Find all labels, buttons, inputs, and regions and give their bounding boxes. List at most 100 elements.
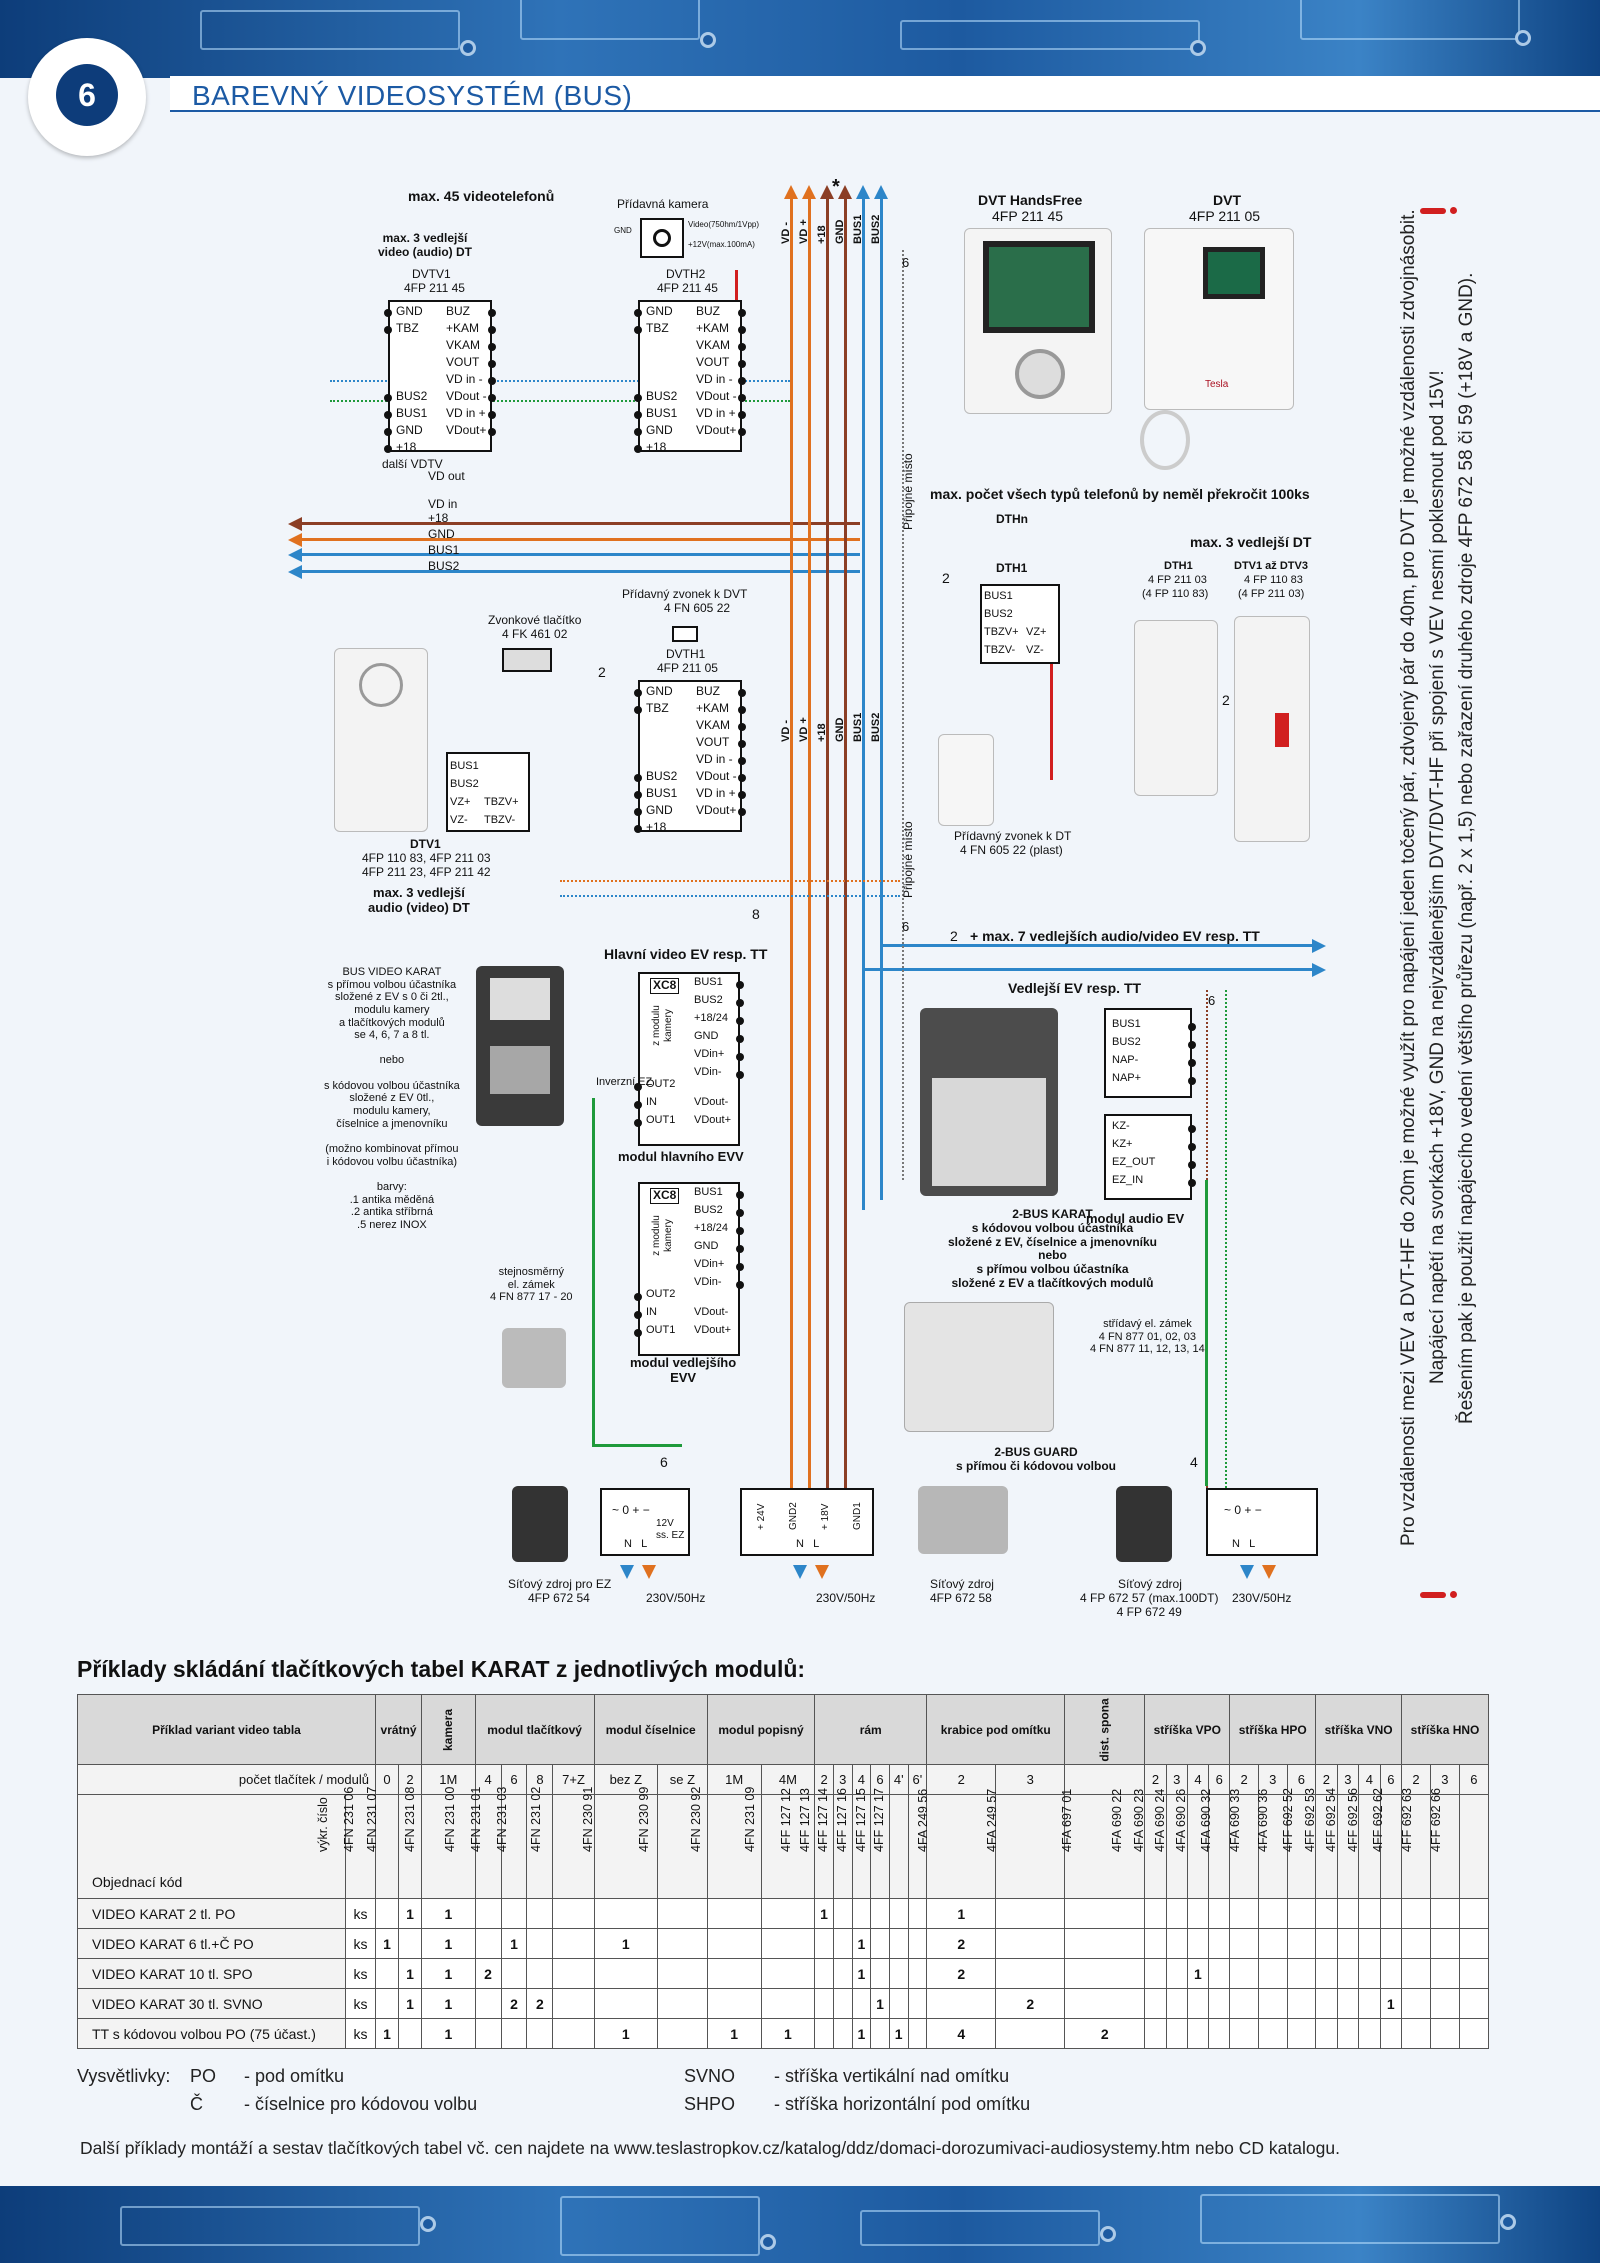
pin-label: VDout+: [694, 1324, 731, 1336]
order-code-cell: 4FN 231 06: [342, 1787, 400, 1899]
side-video-label: max. 3 vedlejší video (audio) DT: [378, 231, 472, 259]
terminal-dot: [488, 394, 496, 402]
quantity-cell: [1186, 1988, 1210, 2019]
order-code-cell: 4FF 692 54: [1324, 1788, 1381, 1899]
dvtv1-code: 4FP 211 45: [404, 281, 465, 295]
quantity-cell: [1286, 1898, 1317, 1929]
terminal-dot: [1188, 1125, 1196, 1133]
quantity-cell: [1229, 1988, 1259, 2019]
quantity-cell: [1429, 1928, 1460, 1959]
dvth1-name: DVTH1: [666, 647, 706, 661]
column-group-header: stříška VPO: [1144, 1694, 1231, 1765]
quantity-cell: 2: [474, 1958, 502, 1989]
button-count-cell: 3: [1165, 1764, 1188, 1795]
terminal-dot: [738, 808, 746, 816]
quantity-cell: [1286, 1928, 1317, 1959]
quantity-cell: 1: [421, 2018, 476, 2049]
star-mark: *: [832, 176, 840, 198]
psu-main-nl: N L: [796, 1538, 820, 1550]
order-code-cell: 4FN 230 91: [581, 1787, 659, 1899]
button-count-cell: 1M: [421, 1764, 476, 1795]
quantity-cell: 1: [1379, 1988, 1403, 2019]
pin-label: +KAM: [696, 321, 730, 335]
arrow-down-icon: [793, 1565, 807, 1579]
terminal-dot: [1188, 1161, 1196, 1169]
mains-label-1: 230V/50Hz: [646, 1591, 706, 1605]
arrow-left-icon: [288, 548, 302, 562]
terminal-dot: [634, 309, 642, 317]
handset-cord: [1140, 410, 1190, 470]
quantity-cell: [398, 2018, 423, 2049]
quantity-cell: 1: [374, 2018, 400, 2049]
quantity-cell: [657, 1928, 708, 1959]
pin-label: VOUT: [696, 355, 730, 369]
pin-label: BUS1: [646, 786, 678, 800]
red-marker-icon: [1420, 207, 1457, 214]
quantity-cell: 1: [374, 1928, 400, 1959]
pin-label: NAP-: [1112, 1054, 1139, 1066]
legend-title: Vysvětlivky:: [77, 2066, 171, 2086]
camera-module-label: z modulu kamery: [650, 1215, 674, 1256]
max-videophones-label: max. 45 videotelefonů: [408, 188, 555, 204]
quantity-cell: [832, 1928, 853, 1959]
order-code-cell: 4FF 692 52: [1281, 1788, 1338, 1899]
quantity-cell: 1: [421, 1928, 476, 1959]
column-group-header: kamera: [421, 1694, 476, 1765]
psu-main-label: Síťový zdroj: [930, 1577, 994, 1591]
pin-label: BUS2: [1112, 1036, 1141, 1048]
quantity-cell: 2: [995, 1988, 1066, 2019]
quantity-cell: [1144, 1928, 1167, 1959]
circuit-banner-bottom: [0, 2186, 1600, 2263]
terminal-dot: [384, 394, 392, 402]
quantity-cell: [851, 1898, 872, 1929]
psu-main-code: 4FP 672 58: [930, 1591, 992, 1605]
inverse-ez-label: Inverzní EZ: [596, 1076, 653, 1088]
quantity-cell: [1429, 1958, 1460, 1989]
quantity-cell: 1: [398, 1988, 423, 2019]
audio-module-bus: [1104, 1008, 1192, 1098]
order-code-cell: 4FF 692 63: [1400, 1788, 1460, 1899]
quantity-cell: [907, 1928, 928, 1959]
bus2-label: BUS2: [428, 559, 460, 573]
terminal-dot: [384, 445, 392, 453]
extra-bell-dvt-code: 4 FN 605 22: [664, 601, 731, 615]
pin-label: VZ-: [450, 814, 468, 826]
button-count-cell: se Z: [657, 1764, 708, 1795]
order-code-cell: 4FN 231 03: [495, 1787, 554, 1899]
pin-label: VD in -: [696, 752, 733, 766]
dtv-photo-name: DTV1 až DTV3: [1234, 560, 1308, 572]
dth1-photo-code: 4 FP 211 03: [1148, 574, 1207, 586]
dth1-photo-code2: (4 FP 110 83): [1142, 588, 1209, 600]
xc8-label: XC8: [650, 978, 680, 994]
psu-ez-label: Síťový zdroj pro EZ: [508, 1577, 612, 1591]
quantity-cell: [657, 1958, 708, 1989]
pin-label: BUS1: [646, 406, 678, 420]
button-count-cell: 3: [1336, 1764, 1360, 1795]
order-code-cell: 4FN 231 00: [443, 1787, 502, 1899]
psu-terminal-label: + 24V: [756, 1503, 767, 1530]
terminal-dot: [634, 706, 642, 714]
pin-label: VD in +: [696, 786, 736, 800]
quantity-cell: [552, 1988, 595, 2019]
legend-desc: - číselnice pro kódovou volbu: [244, 2094, 478, 2114]
pin-label: BUS1: [450, 760, 479, 772]
order-code-cell: 4FA 697 01: [1060, 1789, 1146, 1899]
order-code-cell: 4FA 690 24: [1153, 1789, 1210, 1899]
quantity-cell: [1315, 1958, 1338, 1989]
quantity-cell: [1229, 1898, 1259, 1929]
button-count-cell: 2: [1401, 1764, 1431, 1795]
arrow-down-icon: [642, 1565, 656, 1579]
quantity-cell: [1429, 1898, 1460, 1929]
pin-label: BUS2: [694, 1204, 723, 1216]
dthn-label: DTHn: [996, 512, 1028, 526]
quantity-cell: [1208, 1928, 1231, 1959]
camera-gnd-label: GND: [614, 226, 632, 235]
psu-ez-nl: N L: [624, 1538, 648, 1550]
pin-label: OUT2: [646, 1288, 676, 1300]
terminal-dot: [738, 326, 746, 334]
quantity-cell: [851, 1988, 872, 2019]
pin-label: GND: [694, 1030, 719, 1042]
terminal-dot: [736, 1191, 744, 1199]
quantity-cell: [1401, 2018, 1431, 2049]
